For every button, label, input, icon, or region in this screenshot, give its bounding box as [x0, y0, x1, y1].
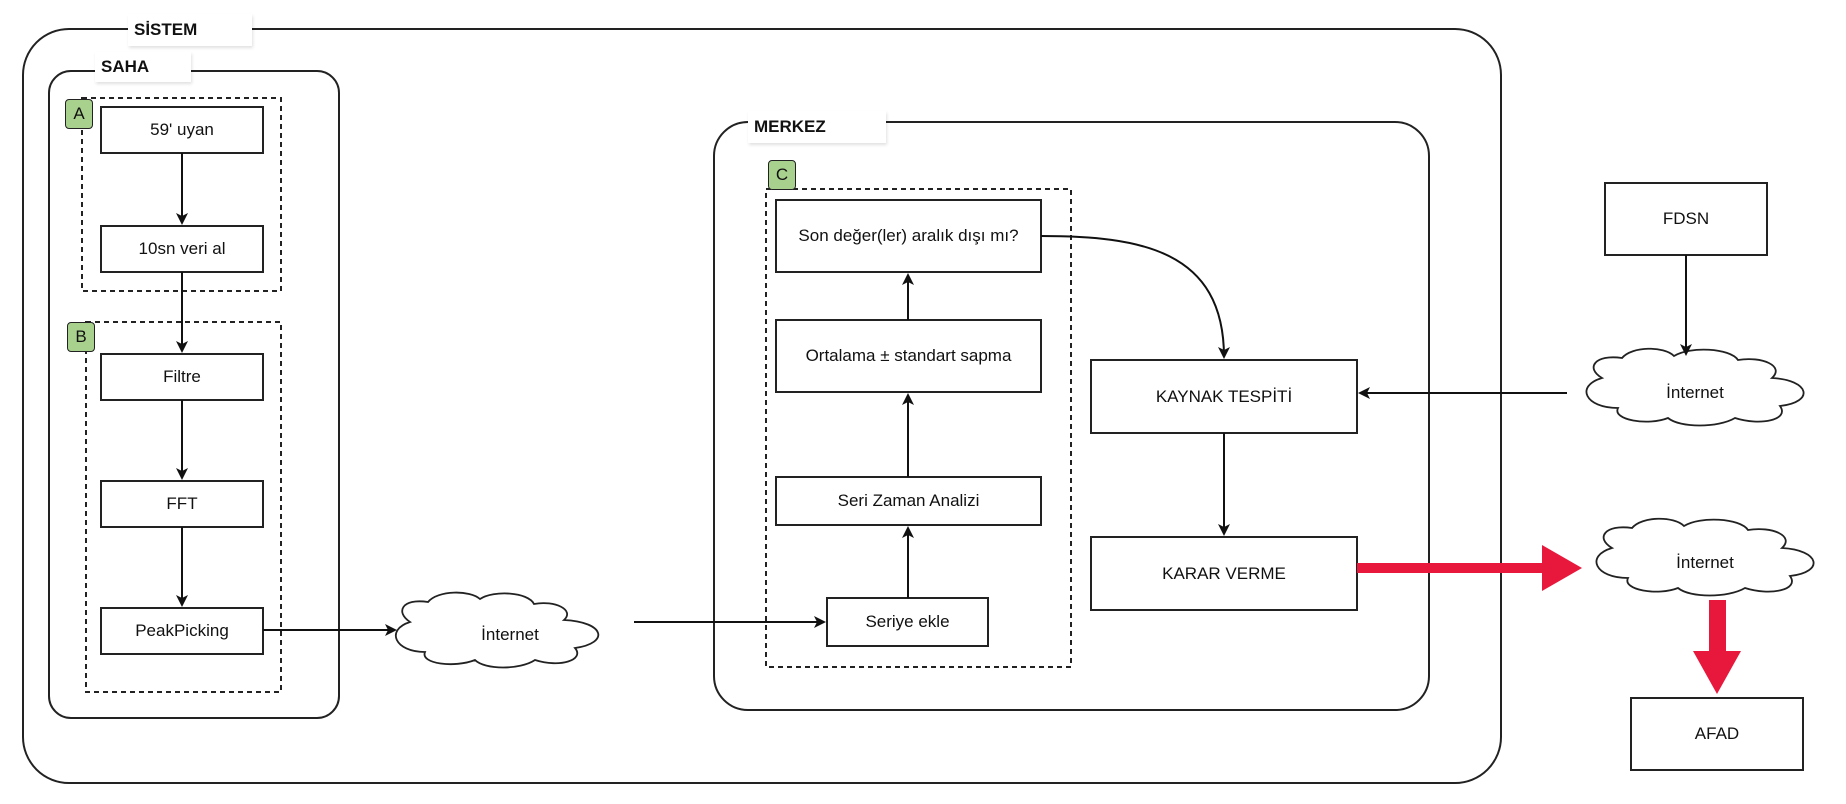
badge-c: C [768, 160, 796, 190]
cloud-internet-1 [395, 591, 599, 669]
group-b-dashed [85, 321, 282, 693]
box-karar [1090, 536, 1358, 611]
label-seriye: Seriye ekle [865, 612, 950, 631]
box-kaynak [1090, 359, 1358, 434]
label-ortalama: Ortalama ± standart sapma [805, 346, 1012, 365]
badge-b: B [67, 322, 95, 352]
label-uyan: 59' uyan [150, 120, 214, 139]
sistem-container [22, 28, 1502, 784]
cloud-internet-2 [1585, 347, 1805, 427]
label-kaynak: KAYNAK TESPİTİ [1155, 386, 1293, 406]
box-ortalama [775, 319, 1042, 393]
cloud-internet-3 [1595, 517, 1815, 597]
saha-title: SAHA [95, 52, 191, 82]
edge-sondeger-kaynak [1040, 235, 1230, 359]
label-veri: 10sn veri al [138, 239, 226, 258]
box-veri [100, 225, 264, 273]
group-c-dashed [765, 188, 1072, 668]
box-son-deger [775, 199, 1042, 273]
merkez-title: MERKEZ [748, 111, 886, 143]
box-peak [100, 607, 264, 655]
label-fft: FFT [166, 494, 198, 513]
merkez-container [713, 121, 1430, 711]
saha-container [48, 70, 340, 719]
label-son-deger: Son değer(ler) aralık dışı mı? [798, 226, 1019, 245]
label-fdsn: FDSN [1662, 209, 1710, 228]
label-internet-1: İnternet [481, 625, 539, 644]
box-afad [1630, 697, 1804, 771]
alert-arrow-karar-internet [1357, 545, 1582, 591]
label-afad: AFAD [1694, 724, 1740, 743]
alert-arrow-internet-afad [1693, 600, 1741, 694]
label-seri-zaman: Seri Zaman Analizi [837, 491, 980, 510]
box-filtre [100, 353, 264, 401]
label-karar: KARAR VERME [1162, 563, 1286, 583]
sistem-title: SİSTEM [128, 14, 252, 46]
label-internet-2: İnternet [1666, 383, 1724, 402]
badge-a: A [65, 99, 93, 129]
label-filtre: Filtre [163, 367, 201, 386]
group-a-dashed [81, 97, 282, 292]
label-internet-3: İnternet [1676, 553, 1734, 572]
box-seri-zaman [775, 476, 1042, 526]
box-seriye [826, 597, 989, 647]
box-fdsn [1604, 182, 1768, 256]
label-peak: PeakPicking [135, 621, 229, 640]
